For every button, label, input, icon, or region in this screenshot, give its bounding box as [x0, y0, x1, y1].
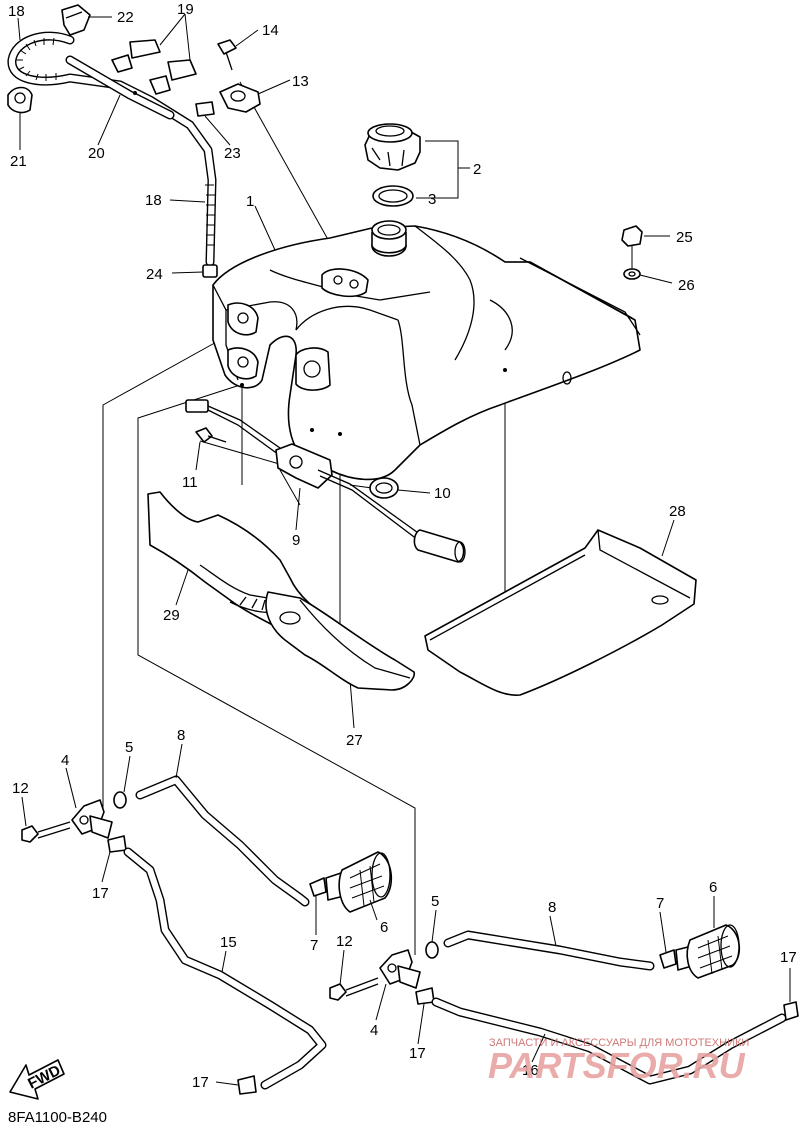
callout-5-left: 5: [125, 739, 133, 756]
callout-9: 9: [292, 532, 300, 549]
fuel-cock-right[interactable]: [379, 949, 421, 989]
watermark-brand: PARTSFOR.RU: [488, 1045, 746, 1086]
callout-6-left: 6: [380, 919, 388, 936]
callout-14: 14: [262, 22, 279, 39]
callout-17-left-top: 17: [92, 885, 109, 902]
callout-labels: 18 22 19 14 13 21 20 23 2 3 18 1 25 24 2…: [8, 1, 797, 1091]
clamp-7-left[interactable]: [309, 877, 327, 897]
screw-11[interactable]: [195, 427, 227, 443]
callout-25: 25: [676, 229, 693, 246]
callout-13: 13: [292, 73, 309, 90]
callout-15: 15: [220, 934, 237, 951]
hose-clip-21[interactable]: [7, 86, 33, 114]
hose-end-fitting[interactable]: [202, 264, 218, 278]
callout-18-lower: 18: [145, 192, 162, 209]
nut-25[interactable]: [621, 225, 643, 247]
callout-17-right-left: 17: [409, 1045, 426, 1062]
callout-17-left-bottom: 17: [192, 1074, 209, 1091]
callout-12-right: 12: [336, 933, 353, 950]
protector-28[interactable]: [424, 529, 697, 696]
callout-7-right: 7: [656, 895, 664, 912]
callout-8-right: 8: [548, 899, 556, 916]
sender-connector[interactable]: [185, 399, 291, 461]
o-ring-5-left[interactable]: [113, 791, 127, 809]
callout-23: 23: [224, 145, 241, 162]
callout-29: 29: [163, 607, 180, 624]
callout-21: 21: [10, 153, 27, 170]
callout-3: 3: [428, 191, 436, 208]
callout-26: 26: [678, 277, 695, 294]
callout-7-left: 7: [310, 937, 318, 954]
watermark-tagline: ЗАПЧАСТИ И АКСЕССУАРЫ ДЛЯ МОТОТЕХНИКИ: [489, 1037, 749, 1049]
fuel-sender-unit[interactable]: [275, 443, 466, 563]
clamp-17-left-bottom[interactable]: [237, 1075, 257, 1095]
callout-5-right: 5: [431, 893, 439, 910]
callout-17-right-end: 17: [780, 949, 797, 966]
sender-gasket[interactable]: [369, 477, 399, 499]
callout-22: 22: [117, 9, 134, 26]
callout-11: 11: [182, 474, 198, 491]
bolt-12-right[interactable]: [329, 977, 379, 1001]
watermark: ЗАПЧАСТИ И АКСЕССУАРЫ ДЛЯ МОТОТЕХНИКИ PA…: [488, 1037, 749, 1086]
fuel-tank[interactable]: [212, 220, 641, 481]
callout-19: 19: [177, 1, 194, 18]
fuel-hose-15[interactable]: [123, 847, 327, 1090]
breather-hose[interactable]: [7, 31, 217, 267]
hose-clip-22[interactable]: [61, 4, 91, 36]
o-ring-5-right[interactable]: [425, 941, 439, 959]
fuel-cock-left[interactable]: [71, 799, 113, 839]
callout-28: 28: [669, 503, 686, 520]
cap-gasket[interactable]: [372, 185, 414, 207]
callout-1: 1: [246, 193, 254, 210]
leader-lines: [17, 13, 791, 1086]
callout-24: 24: [146, 266, 163, 283]
protector-27[interactable]: [265, 591, 416, 691]
fuel-hose-16[interactable]: [431, 997, 787, 1085]
breather-joint-13[interactable]: [219, 83, 261, 113]
clamp-17-right-left[interactable]: [415, 987, 435, 1005]
diagram-code: 8FA1100-B240: [8, 1109, 107, 1126]
hose-clamp-23[interactable]: [195, 101, 215, 117]
callout-10: 10: [434, 485, 451, 502]
bolt-12-left[interactable]: [21, 821, 71, 843]
clamp-7-right[interactable]: [659, 949, 677, 969]
cap-bracket-lines: [416, 140, 470, 199]
bolt-14[interactable]: [217, 39, 237, 71]
callout-16: 16: [522, 1062, 539, 1079]
fuel-hose-8-left[interactable]: [135, 775, 310, 907]
callout-18: 18: [8, 3, 25, 20]
fuel-cap[interactable]: [364, 123, 421, 171]
forward-arrow-icon: FWD: [9, 1059, 65, 1100]
pipe-joints-19[interactable]: [111, 39, 197, 95]
washer-26[interactable]: [623, 268, 641, 280]
clamp-17-left-top[interactable]: [107, 835, 127, 853]
callout-6-right: 6: [709, 879, 717, 896]
fuel-filter-right[interactable]: [675, 924, 741, 979]
callout-12-left: 12: [12, 780, 29, 797]
fuel-hose-8-right[interactable]: [443, 930, 655, 971]
callout-4-left: 4: [61, 752, 69, 769]
callout-27: 27: [346, 732, 363, 749]
callout-20: 20: [88, 145, 105, 162]
callout-2: 2: [473, 161, 481, 178]
callout-4-right: 4: [370, 1022, 378, 1039]
callout-8-left: 8: [177, 727, 185, 744]
clamp-17-right-end[interactable]: [783, 1001, 799, 1021]
fuel-filter-left[interactable]: [325, 851, 393, 913]
